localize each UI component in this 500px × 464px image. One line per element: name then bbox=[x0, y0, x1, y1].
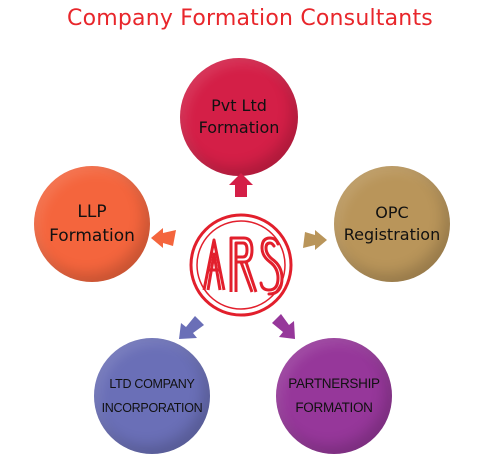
logo-letter-s bbox=[259, 236, 284, 296]
node-opc-registration: OPC Registration bbox=[334, 166, 450, 282]
arrow-down-left-icon bbox=[179, 316, 204, 339]
node-pvt-ltd-line2: Formation bbox=[198, 118, 280, 137]
node-opc-line2: Registration bbox=[343, 225, 441, 244]
node-ltd-line2: INCORPORATION bbox=[101, 401, 203, 415]
ars-logo bbox=[189, 213, 293, 317]
node-ltd-line1: LTD COMPANY bbox=[109, 377, 195, 391]
node-llp-line2: Formation bbox=[49, 226, 135, 246]
arrow-down-right-icon bbox=[272, 314, 295, 339]
node-ltd-company-incorporation: LTD COMPANY INCORPORATION bbox=[94, 338, 210, 454]
logo-letter-r bbox=[229, 236, 258, 293]
logo-outer-ring bbox=[189, 213, 293, 317]
logo-inner-ring bbox=[196, 220, 286, 310]
arrow-up-icon bbox=[229, 173, 253, 197]
node-partnership-formation: PARTNERSHIP FORMATION bbox=[276, 338, 392, 454]
node-llp-line1: LLP bbox=[77, 202, 107, 222]
node-opc-line1: OPC bbox=[375, 203, 409, 222]
logo-letter-a bbox=[202, 238, 226, 291]
node-partnership-line2: FORMATION bbox=[295, 400, 373, 415]
node-partnership-line1: PARTNERSHIP bbox=[288, 376, 380, 391]
node-pvt-ltd-line1: Pvt Ltd bbox=[211, 96, 267, 115]
diagram-title: Company Formation Consultants bbox=[67, 6, 433, 31]
arrow-right-icon bbox=[303, 230, 327, 250]
arrow-left-icon bbox=[151, 228, 176, 248]
node-pvt-ltd-formation: Pvt Ltd Formation bbox=[180, 58, 298, 176]
node-llp-formation: LLP Formation bbox=[34, 166, 150, 282]
